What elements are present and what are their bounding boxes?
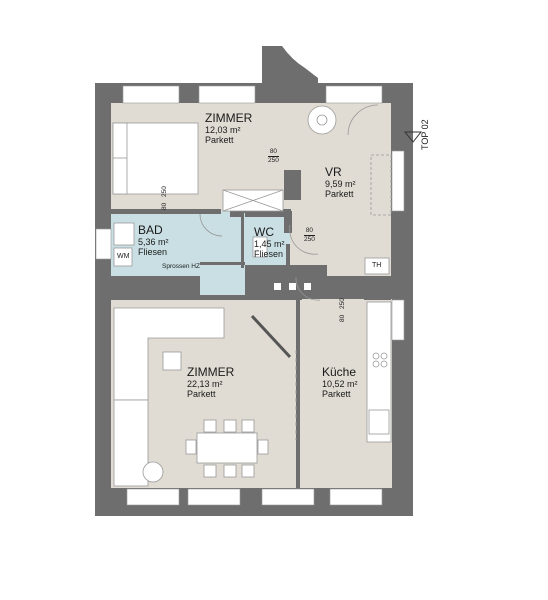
door-height: 250 [268, 155, 279, 164]
room-area: 12,03 m² [205, 125, 241, 135]
room-area: 22,13 m² [187, 379, 223, 389]
room-area: 1,45 m² [254, 239, 285, 249]
room-floor: Parkett [325, 189, 354, 199]
room-name: ZIMMER [205, 111, 253, 125]
windows [95, 85, 405, 506]
door-width: 80 [161, 202, 168, 210]
door-width: 80 [339, 314, 346, 322]
room-name: BAD [138, 223, 163, 237]
entry-arrow-icon [403, 131, 423, 143]
room-label-zimmer-main: ZIMMER 22,13 m² Parkett [187, 366, 234, 399]
room-label-vr: VR 9,59 m² Parkett [325, 166, 356, 199]
door-dim-zimmer: 80 250 [268, 148, 279, 164]
room-label-zimmer-top: ZIMMER 12,03 m² Parkett [205, 112, 252, 145]
door-dim-bad: 80 250 [161, 186, 168, 210]
room-label-bad: BAD 5,36 m² Fliesen [138, 224, 169, 257]
door-dim-wc: 80 250 [304, 227, 315, 243]
vent-squares [274, 283, 311, 290]
room-area: 10,52 m² [322, 379, 358, 389]
room-floor: Parkett [187, 389, 216, 399]
room-name: ZIMMER [187, 365, 235, 379]
door-width: 80 [305, 227, 314, 234]
room-area: 5,36 m² [138, 237, 169, 247]
room-area: 9,59 m² [325, 179, 356, 189]
room-floor: Parkett [322, 389, 351, 399]
furniture [112, 105, 392, 487]
room-name: WC [254, 225, 274, 239]
door-width: 80 [269, 148, 278, 155]
door-dim-kueche: 80 250 [339, 298, 346, 322]
unit-label: TOP 02 [420, 119, 430, 150]
room-floor: Fliesen [254, 249, 284, 259]
door-height: 250 [339, 298, 346, 309]
door-swings [199, 104, 379, 440]
room-label-wc: WC 1,45 m² Fliesen [254, 226, 285, 259]
room-label-kueche: Küche 10,52 m² Parkett [322, 366, 358, 399]
room-name: Küche [322, 365, 357, 379]
wm-label: WM [117, 253, 130, 260]
room-floor: Parkett [205, 135, 234, 145]
door-height: 250 [304, 234, 315, 243]
room-floor: Fliesen [138, 247, 168, 257]
door-height: 250 [161, 186, 168, 197]
th-label: TH [372, 262, 382, 269]
room-name: VR [325, 165, 342, 179]
sprossen-label: Sprossen HZ [162, 263, 200, 270]
